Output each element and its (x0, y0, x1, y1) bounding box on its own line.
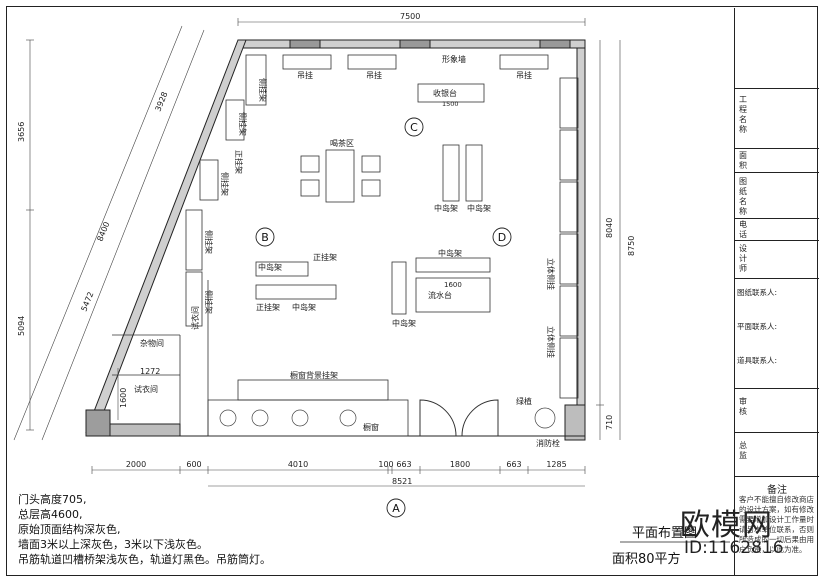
plan-title: 平面布置图 (632, 526, 698, 541)
label-hanging-1: 吊挂 (297, 70, 313, 80)
tb-label: 工程名称 (739, 95, 747, 134)
dim-diag-inner: 5472 (80, 291, 96, 313)
label-window-rack: 橱窗背景挂架 (290, 370, 338, 380)
tb-remarks-title: 备注 (767, 485, 787, 496)
tb-drawing-name: 图纸名称 (735, 172, 819, 218)
label-side-rack-5: 侧挂架 (204, 290, 214, 314)
plan-area: 面积80平方 (612, 552, 681, 567)
dim-diag-mid: 8400 (96, 221, 112, 243)
label-fitting-room-1: 试衣间 (134, 384, 158, 394)
label-island-rack-1: 中岛架 (434, 203, 458, 213)
tb-lighting-contact: 道具联系人: (737, 356, 778, 365)
label-island-rack-2: 中岛架 (467, 203, 491, 213)
label-front-rack-2: 正挂架 (256, 302, 280, 312)
label-storage: 杂物间 (140, 338, 164, 348)
tb-label: 总监 (739, 441, 747, 460)
label-front-rack-1: 正挂架 (313, 252, 337, 262)
label-sink-counter: 流水台 (428, 290, 452, 300)
column-top-mid (399, 39, 431, 49)
note-line: 吊筋轨道凹槽桥架浅灰色，轨道灯黑色。吊筋筒灯。 (18, 553, 271, 566)
dim-left-upper: 3656 (17, 122, 26, 142)
image-id: ID:1162816 (684, 538, 784, 558)
title-block: 工程名称 面积 图纸名称 电话 设计师 图纸联系人: 平面联系人: 道具联系人:… (734, 8, 819, 576)
tb-designer: 设计师 (735, 240, 819, 278)
label-island-rack-5: 中岛架 (292, 302, 316, 312)
label-image-wall: 形象墙 (442, 54, 466, 64)
watermark-brand: 欧模网 (680, 508, 773, 543)
dim-right-small: 710 (605, 415, 614, 430)
dim-top-total: 7500 (400, 12, 420, 21)
dim-bottom-segment: 600 (186, 460, 201, 469)
tb-phone: 电话 (735, 218, 819, 240)
tb-area: 面积 (735, 148, 819, 172)
dim-bottom-segment: 4010 (288, 460, 308, 469)
tb-layout-contact: 平面联系人: (737, 322, 778, 331)
design-notes: 门头高度705, 总层高4600, 原始顶面结构深灰色, 墙面3米以上深灰色，3… (18, 492, 318, 567)
tb-label: 面积 (739, 151, 747, 170)
dim-right-inner: 8040 (605, 218, 614, 238)
label-tea-area: 喝茶区 (330, 138, 354, 148)
sheet-border (6, 6, 818, 576)
column-top-right (539, 39, 571, 49)
dim-fitting-depth: 1600 (119, 388, 128, 408)
label-shop-window: 橱窗 (363, 422, 379, 432)
tb-drawing-contact: 图纸联系人: (737, 288, 778, 297)
label-front-rack-3: 正挂架 (234, 150, 244, 174)
tb-contacts: 图纸联系人: 平面联系人: 道具联系人: (735, 278, 819, 388)
dim-counter-width: 1600 (444, 281, 462, 289)
note-line: 原始顶面结构深灰色, (18, 523, 121, 536)
tb-project-name: 工程名称 (735, 88, 819, 148)
marker-c: C (410, 121, 418, 134)
label-fitting-room-2: 试衣间 (190, 306, 200, 330)
note-line: 墙面3米以上深灰色，3米以下浅灰色。 (18, 538, 208, 551)
dim-left-lower: 5094 (17, 316, 26, 336)
door-right (461, 399, 499, 437)
tb-review: 审核 (735, 388, 819, 432)
dim-bottom-segment: 2000 (126, 460, 146, 469)
dim-diag-outer: 3928 (154, 91, 170, 113)
dim-bottom-segment: 663 (506, 460, 521, 469)
dim-cashier-width: 1500 (442, 100, 459, 108)
dim-right-outer: 8750 (627, 236, 636, 256)
label-side-rack-2: 侧挂架 (238, 112, 248, 136)
label-standing-side-rack-1: 立体侧挂 (546, 258, 556, 290)
label-hydrant: 消防栓 (536, 438, 560, 448)
dim-fitting-width: 1272 (140, 367, 160, 376)
tb-label: 图纸名称 (739, 177, 747, 216)
label-standing-side-rack-2: 立体侧挂 (546, 326, 556, 358)
label-hanging-3: 吊挂 (516, 70, 532, 80)
label-side-rack-1: 侧挂架 (258, 78, 268, 102)
tb-label: 电话 (739, 220, 747, 239)
tb-label: 设计师 (739, 244, 747, 273)
tb-chief: 总监 (735, 432, 819, 476)
note-line: 门头高度705, (18, 493, 87, 506)
label-cashier: 收银台 (433, 88, 457, 98)
marker-a: A (392, 502, 400, 515)
dim-bottom-segment: 1285 (546, 460, 566, 469)
tb-remarks-text: 客户不能擅自修改商店的设计方案，如有修改需要增加设计工作量时请与本单位联系，否则… (739, 495, 814, 554)
dim-bottom-segment: 100 (378, 460, 393, 469)
label-island-rack-4: 中岛架 (258, 262, 282, 272)
column-top-left (289, 39, 321, 49)
label-island-rack-3: 中岛架 (438, 248, 462, 258)
tb-label: 审核 (739, 397, 747, 416)
dim-bottom-segment: 663 (396, 460, 411, 469)
tb-remarks: 备注 客户不能擅自修改商店的设计方案，如有修改需要增加设计工作量时请与本单位联系… (735, 476, 819, 576)
dim-bottom-segment: 1800 (450, 460, 470, 469)
bottom-corner-fill (85, 409, 111, 437)
label-plant: 绿植 (516, 396, 532, 406)
dim-bottom-total: 8521 (392, 477, 412, 486)
label-island-rack-6: 中岛架 (392, 318, 416, 328)
door-left (419, 399, 457, 437)
label-side-rack-4: 侧挂架 (204, 230, 214, 254)
note-line: 总层高4600, (18, 508, 83, 521)
label-hanging-2: 吊挂 (366, 70, 382, 80)
marker-d: D (498, 231, 506, 244)
right-wall-lower (564, 404, 586, 441)
marker-b: B (261, 231, 269, 244)
label-side-rack-3: 侧挂架 (220, 172, 230, 196)
